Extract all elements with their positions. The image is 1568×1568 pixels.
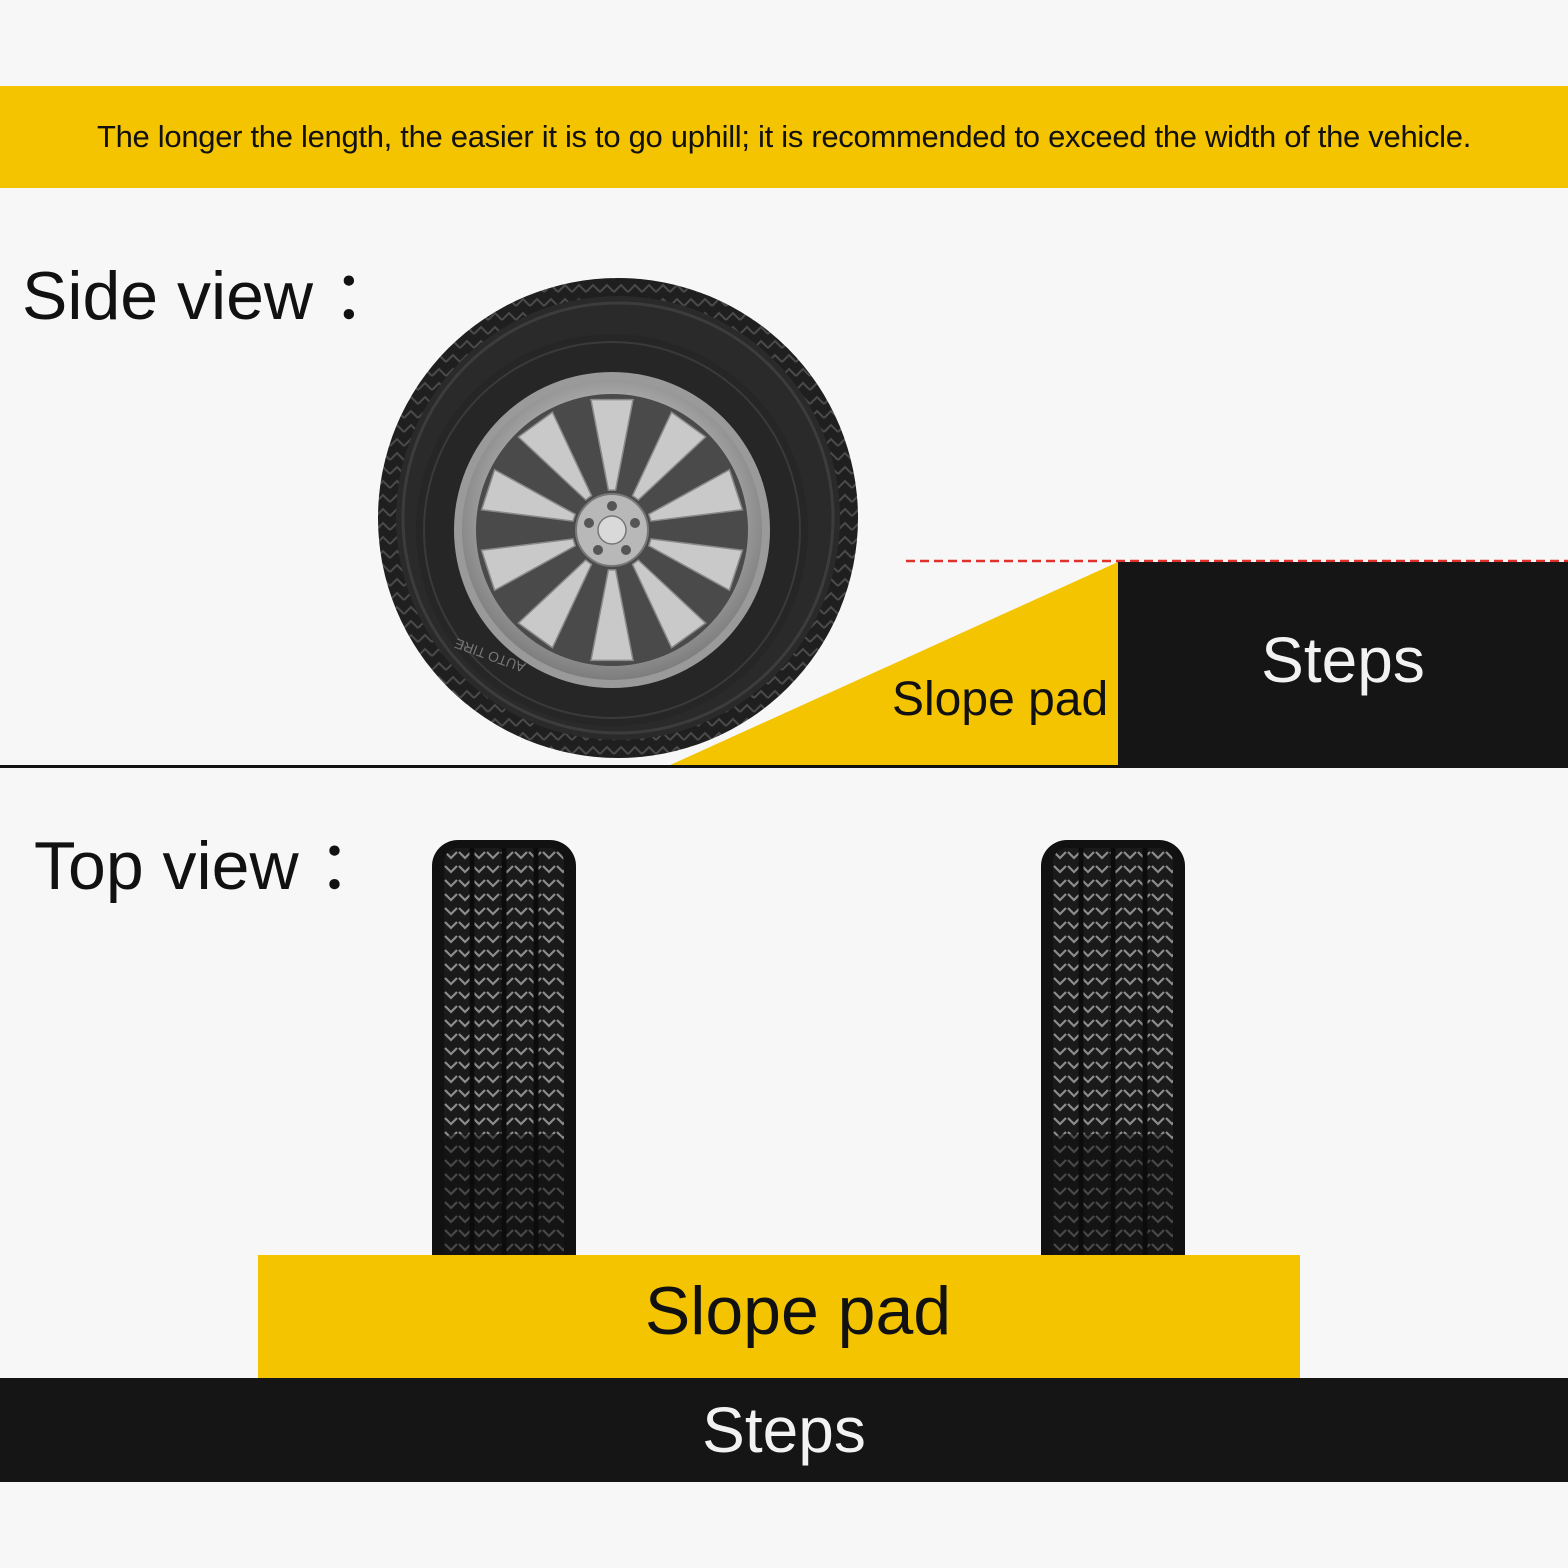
top-steps-label: Steps [702,1394,866,1466]
wheel-spoke [647,468,744,522]
top-view-right-tire-icon [1041,840,1185,1280]
info-banner: The longer the length, the easier it is … [0,86,1568,188]
top-view-slope-pad: Slope pad [258,1255,1300,1378]
wheel-spoke [480,468,577,522]
side-view-tire-icon: AUTO TIRE [378,278,858,758]
wheel-spoke [631,559,707,649]
banner-text: The longer the length, the easier it is … [96,119,1472,154]
wheel-spoke [480,538,577,592]
wheel-spoke [631,411,707,501]
ground-line [0,765,1120,768]
slope-pad-wedge [668,562,1118,766]
wheel-spoke [647,538,744,592]
wheel-spoke [517,559,593,649]
side-view-heading: Side view ： [22,258,400,334]
top-slope-pad-label: Slope pad [644,1273,952,1349]
top-view-left-tire-icon [432,840,576,1280]
wheel-spoke [517,411,593,501]
wheel-spoke [590,569,634,662]
top-view-steps-block: Steps [0,1378,1568,1482]
side-steps-label: Steps [1261,624,1425,696]
side-slope-pad-label: Slope pad [892,673,1109,726]
top-view-heading: Top view ： [34,828,386,904]
side-view-steps-block: Steps [1118,562,1568,768]
wheel-spoke [590,398,634,491]
